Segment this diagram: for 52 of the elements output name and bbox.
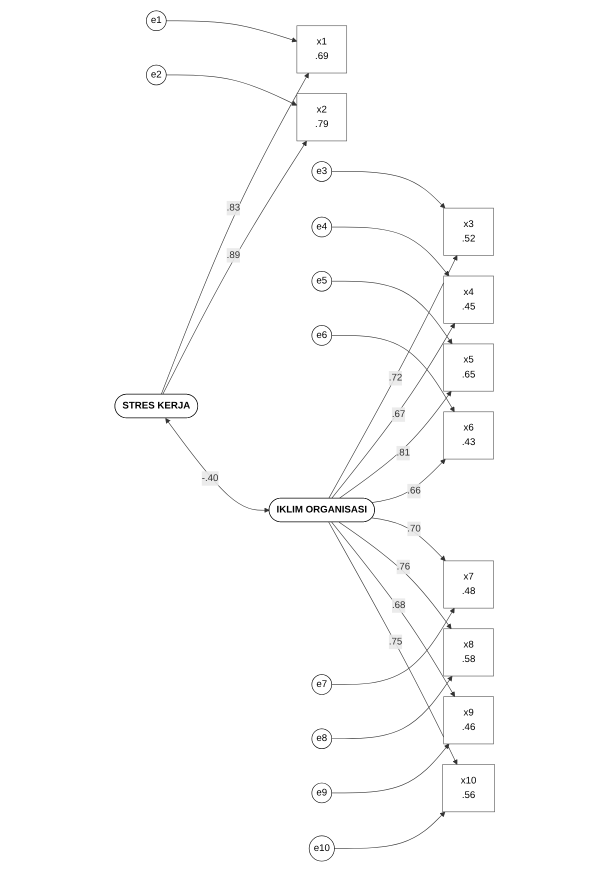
node-box xyxy=(443,412,494,460)
arrow xyxy=(331,676,452,740)
node-circle xyxy=(311,270,332,292)
arrow xyxy=(331,608,454,685)
arrow xyxy=(331,522,455,697)
node-circle xyxy=(311,674,332,695)
node-box xyxy=(443,560,494,608)
node-box xyxy=(443,276,494,324)
node-box xyxy=(443,696,494,744)
edge-label: .83 xyxy=(226,202,240,213)
arrow xyxy=(160,72,309,395)
node-box xyxy=(443,628,494,676)
node-circle xyxy=(311,782,332,804)
arrow xyxy=(166,74,297,106)
arrow xyxy=(328,522,458,765)
node-box xyxy=(296,25,347,74)
edge-label: .70 xyxy=(407,523,421,534)
arrow xyxy=(334,812,446,849)
node-circle xyxy=(311,161,332,182)
edge-label: .66 xyxy=(407,486,421,496)
arrow xyxy=(166,20,297,42)
edge-label: .67 xyxy=(392,409,406,420)
edge-label: .72 xyxy=(388,372,402,384)
node-box xyxy=(442,764,495,812)
edge-label: .89 xyxy=(226,250,240,260)
arrow xyxy=(338,522,452,630)
node-circle xyxy=(311,728,332,749)
edge-label: -.40 xyxy=(201,473,218,484)
node-circle xyxy=(308,836,334,862)
node-circle xyxy=(311,216,332,238)
arrow xyxy=(162,140,307,395)
arrow xyxy=(338,390,452,499)
node-circle xyxy=(146,64,166,86)
arrow xyxy=(331,335,454,412)
arrow xyxy=(371,518,446,562)
arrow xyxy=(165,418,270,513)
edge-label: .76 xyxy=(396,562,410,572)
arrow xyxy=(371,458,446,503)
arrow xyxy=(331,323,455,499)
arrow xyxy=(331,226,450,276)
arrow xyxy=(331,280,452,344)
arrow xyxy=(331,171,446,208)
node-box xyxy=(443,208,494,256)
node-circle xyxy=(146,10,166,32)
edge-label: .81 xyxy=(396,448,410,458)
arrow xyxy=(328,255,458,499)
node-box xyxy=(296,93,347,142)
node-box xyxy=(443,344,494,392)
edge-label: .75 xyxy=(388,636,402,647)
node-circle xyxy=(311,325,332,346)
arrow xyxy=(331,744,450,794)
edge-label: .68 xyxy=(392,600,406,610)
